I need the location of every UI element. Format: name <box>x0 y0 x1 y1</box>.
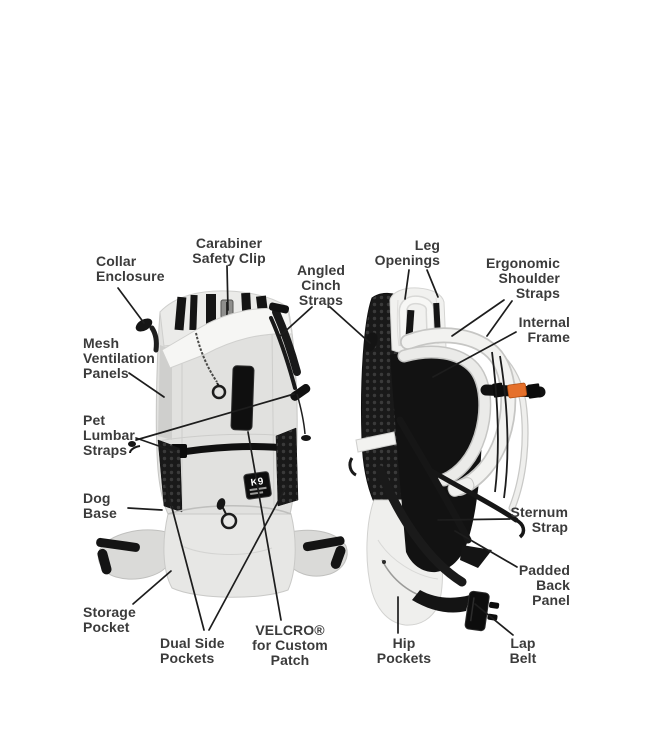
callout-label: Internal Frame <box>518 314 570 345</box>
leader-line-dual-side-pockets-left <box>165 484 205 631</box>
callout-dual-side-pockets: Dual Side Pockets <box>160 636 225 666</box>
callout-label: Angled Cinch Straps <box>296 262 346 308</box>
leader-line-dog-base <box>127 507 163 511</box>
callout-label: Ergonomic Shoulder Straps <box>485 255 560 301</box>
leader-line-storage-pocket <box>132 570 172 605</box>
callout-label: Dog Base <box>83 490 117 521</box>
callout-label: Collar Enclosure <box>96 253 165 284</box>
callout-label: Padded Back Panel <box>518 562 570 608</box>
callout-ergonomic-shoulder-straps: Ergonomic Shoulder Straps <box>486 256 560 301</box>
callout-storage-pocket: Storage Pocket <box>83 605 136 635</box>
leader-lines <box>117 265 518 636</box>
leader-line-carabiner-safety-clip <box>226 265 229 311</box>
callout-label: Dual Side Pockets <box>160 635 225 666</box>
leader-line-ergonomic-shoulder-straps-b <box>486 300 513 337</box>
callout-internal-frame: Internal Frame <box>519 315 570 345</box>
leader-line-leg-openings-left <box>404 269 410 300</box>
callout-pet-lumbar-straps: Pet Lumbar Straps <box>83 413 135 458</box>
callout-sternum-strap: Sternum Strap <box>511 505 569 535</box>
leader-line-ergonomic-shoulder-straps-a <box>451 299 505 337</box>
callout-label: Pet Lumbar Straps <box>83 412 135 458</box>
leader-line-angled-cinch-straps-right <box>329 306 371 344</box>
callout-lap-belt: Lap Belt <box>510 636 537 666</box>
leader-line-lap-belt <box>474 603 514 636</box>
callout-label: Sternum Strap <box>510 504 568 535</box>
front-view-backpack-illustration: K9 <box>96 290 348 598</box>
leader-line-angled-cinch-straps-left <box>279 306 313 337</box>
leader-line-sternum-strap <box>437 518 511 521</box>
callout-label: VELCRO® for Custom Patch <box>252 622 328 668</box>
leader-line-internal-frame <box>432 331 517 378</box>
callout-label: Storage Pocket <box>83 604 136 635</box>
leader-line-dual-side-pockets-right <box>208 484 288 631</box>
callout-collar-enclosure: Collar Enclosure <box>96 254 165 284</box>
leader-line-leg-openings-right <box>426 269 439 298</box>
callout-carabiner-safety-clip: Carabiner Safety Clip <box>192 236 265 266</box>
leader-line-velcro-custom-patch <box>247 431 282 621</box>
callout-padded-back-panel: Padded Back Panel <box>519 563 570 608</box>
callout-leg-openings: Leg Openings <box>375 238 440 268</box>
leader-line-mesh-ventilation-panels <box>128 372 165 398</box>
callout-label: Lap Belt <box>509 635 537 666</box>
callout-label: Leg Openings <box>374 237 440 268</box>
callout-hip-pockets: Hip Pockets <box>377 636 431 666</box>
callout-label: Carabiner Safety Clip <box>192 235 266 266</box>
leader-line-collar-enclosure <box>117 287 145 324</box>
callout-label: Hip Pockets <box>376 635 432 666</box>
callout-label: Mesh Ventilation Panels <box>83 335 155 381</box>
leader-line-pet-lumbar-straps-b <box>135 393 295 441</box>
callout-dog-base: Dog Base <box>83 491 117 521</box>
side-view-backpack-illustration <box>348 287 546 632</box>
callout-mesh-ventilation-panels: Mesh Ventilation Panels <box>83 336 155 381</box>
callout-velcro-custom-patch: VELCRO® for Custom Patch <box>252 623 328 668</box>
callout-angled-cinch-straps: Angled Cinch Straps <box>297 263 345 308</box>
leader-line-pet-lumbar-straps-a <box>135 437 177 453</box>
leader-line-padded-back-panel <box>454 530 518 568</box>
